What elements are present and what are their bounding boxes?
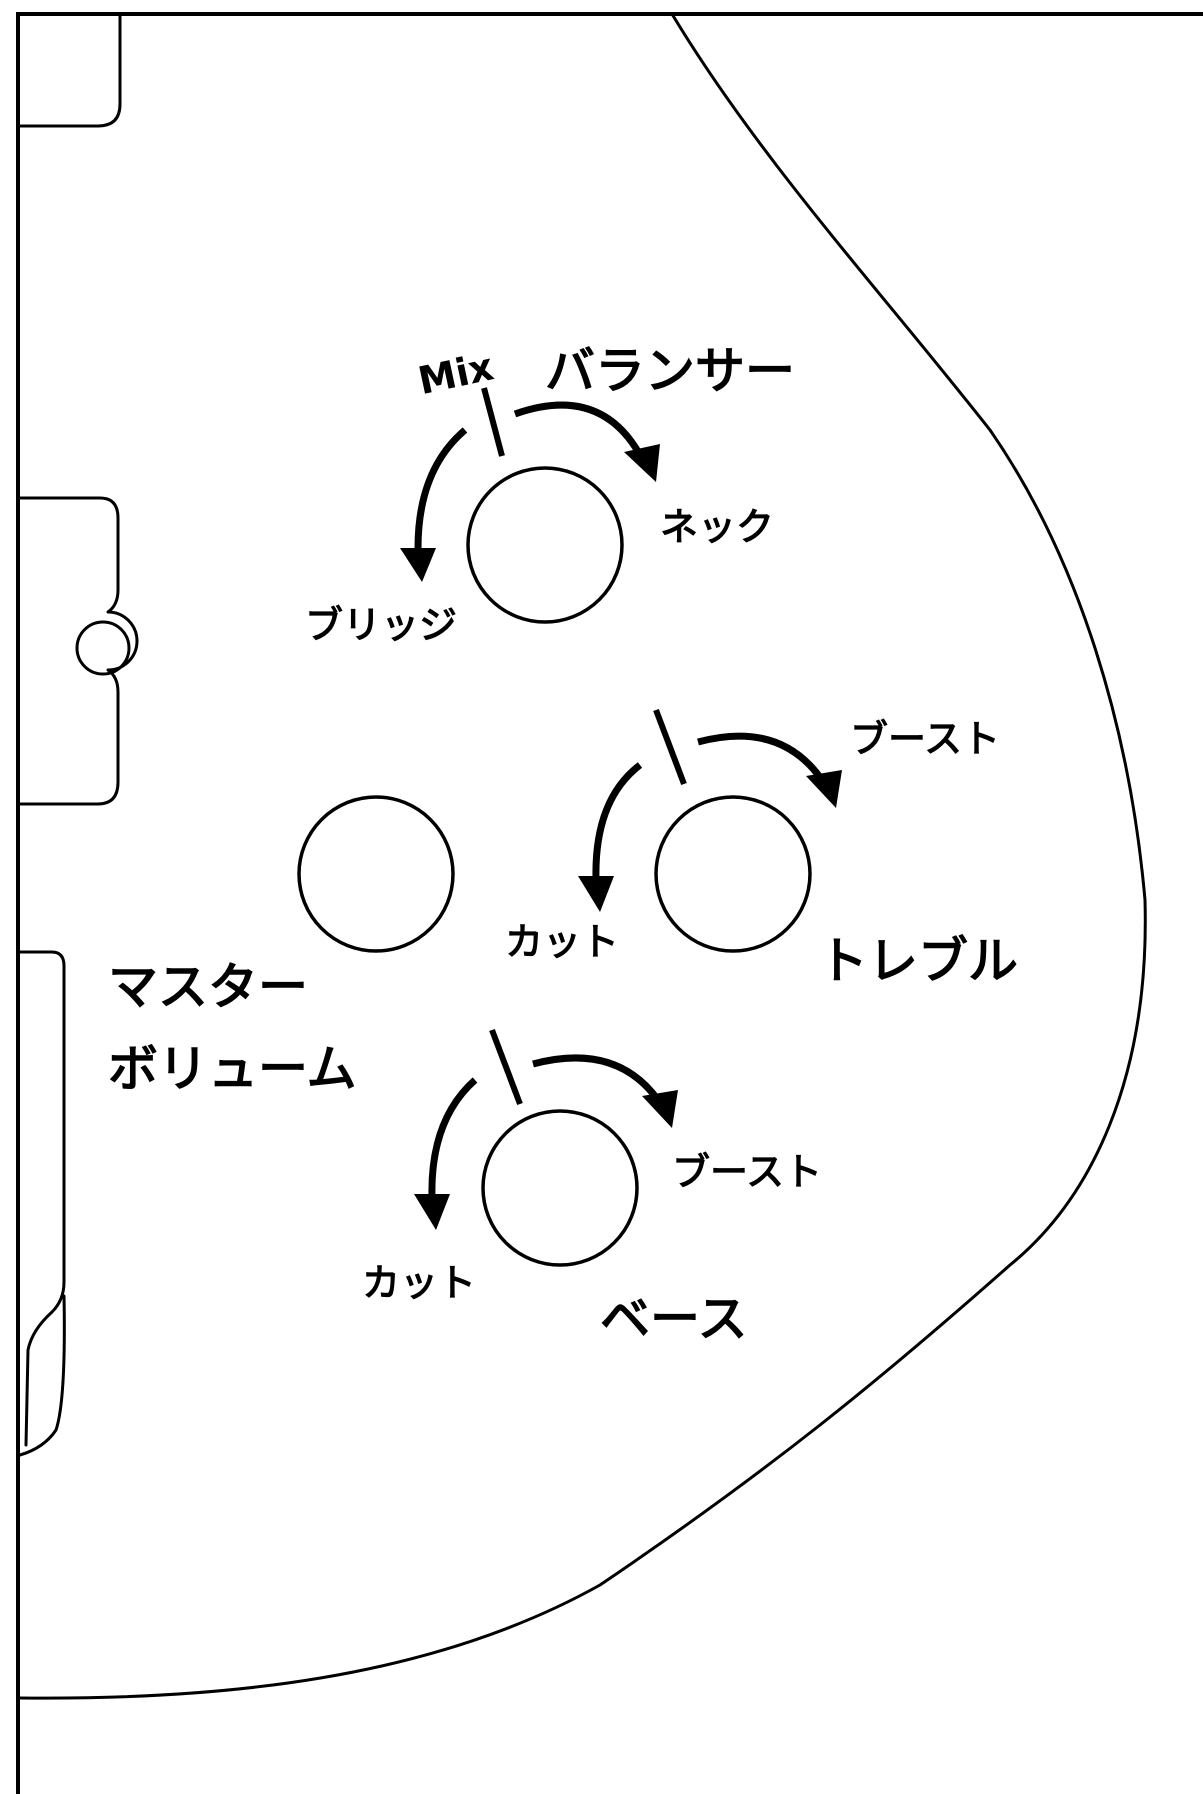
lower-cavity-outline	[18, 950, 66, 1447]
balancer-bridge-label: ブリッジ	[305, 603, 457, 647]
jack-cavity-outline	[18, 496, 139, 806]
lower-cavity-edge	[18, 1294, 66, 1457]
treble-knob[interactable]	[654, 795, 812, 953]
jack-circle	[75, 620, 131, 676]
master-volume-control: マスター ボリューム	[108, 795, 455, 1098]
pickguard-outline	[18, 12, 1147, 1700]
bass-boost-label: ブースト	[672, 1150, 822, 1194]
master-volume-title-line1: マスター	[108, 958, 308, 1016]
bass-arrow-right	[532, 1054, 661, 1103]
balancer-title: バランサー	[545, 342, 795, 400]
balancer-arrow-right	[513, 401, 644, 457]
treble-control: トレブル ブースト カット	[505, 708, 1018, 990]
treble-arrow-right	[697, 732, 825, 783]
balancer-pointer	[481, 387, 505, 457]
treble-arrowhead-left	[578, 876, 614, 912]
bass-cut-label: カット	[362, 1261, 476, 1305]
bass-title: ベース	[600, 1290, 748, 1348]
master-volume-title-line2: ボリューム	[108, 1040, 357, 1098]
balancer-arrow-left	[414, 427, 468, 549]
bass-pointer	[489, 1028, 523, 1106]
treble-arrow-left	[592, 762, 643, 881]
treble-cut-label: カット	[505, 920, 619, 964]
bass-arrowhead-left	[414, 1194, 450, 1230]
balancer-control: バランサー Mix ネック ブリッジ	[305, 342, 795, 647]
bass-control: ベース ブースト カット	[362, 1028, 822, 1348]
master-volume-knob[interactable]	[297, 795, 455, 953]
treble-pointer	[653, 708, 687, 786]
treble-boost-label: ブースト	[850, 717, 1000, 761]
top-notch-outline	[18, 12, 122, 128]
balancer-neck-label: ネック	[660, 505, 774, 549]
bass-knob[interactable]	[481, 1109, 639, 1267]
balancer-arrowhead-right	[624, 444, 660, 482]
bass-arrow-left	[428, 1077, 478, 1199]
bass-arrowhead-right	[642, 1090, 678, 1128]
frame-border	[16, 12, 1203, 1794]
treble-arrowhead-right	[806, 770, 842, 808]
balancer-arrowhead-left	[400, 548, 436, 582]
treble-title: トレブル	[818, 932, 1018, 990]
balancer-knob[interactable]	[466, 466, 624, 624]
